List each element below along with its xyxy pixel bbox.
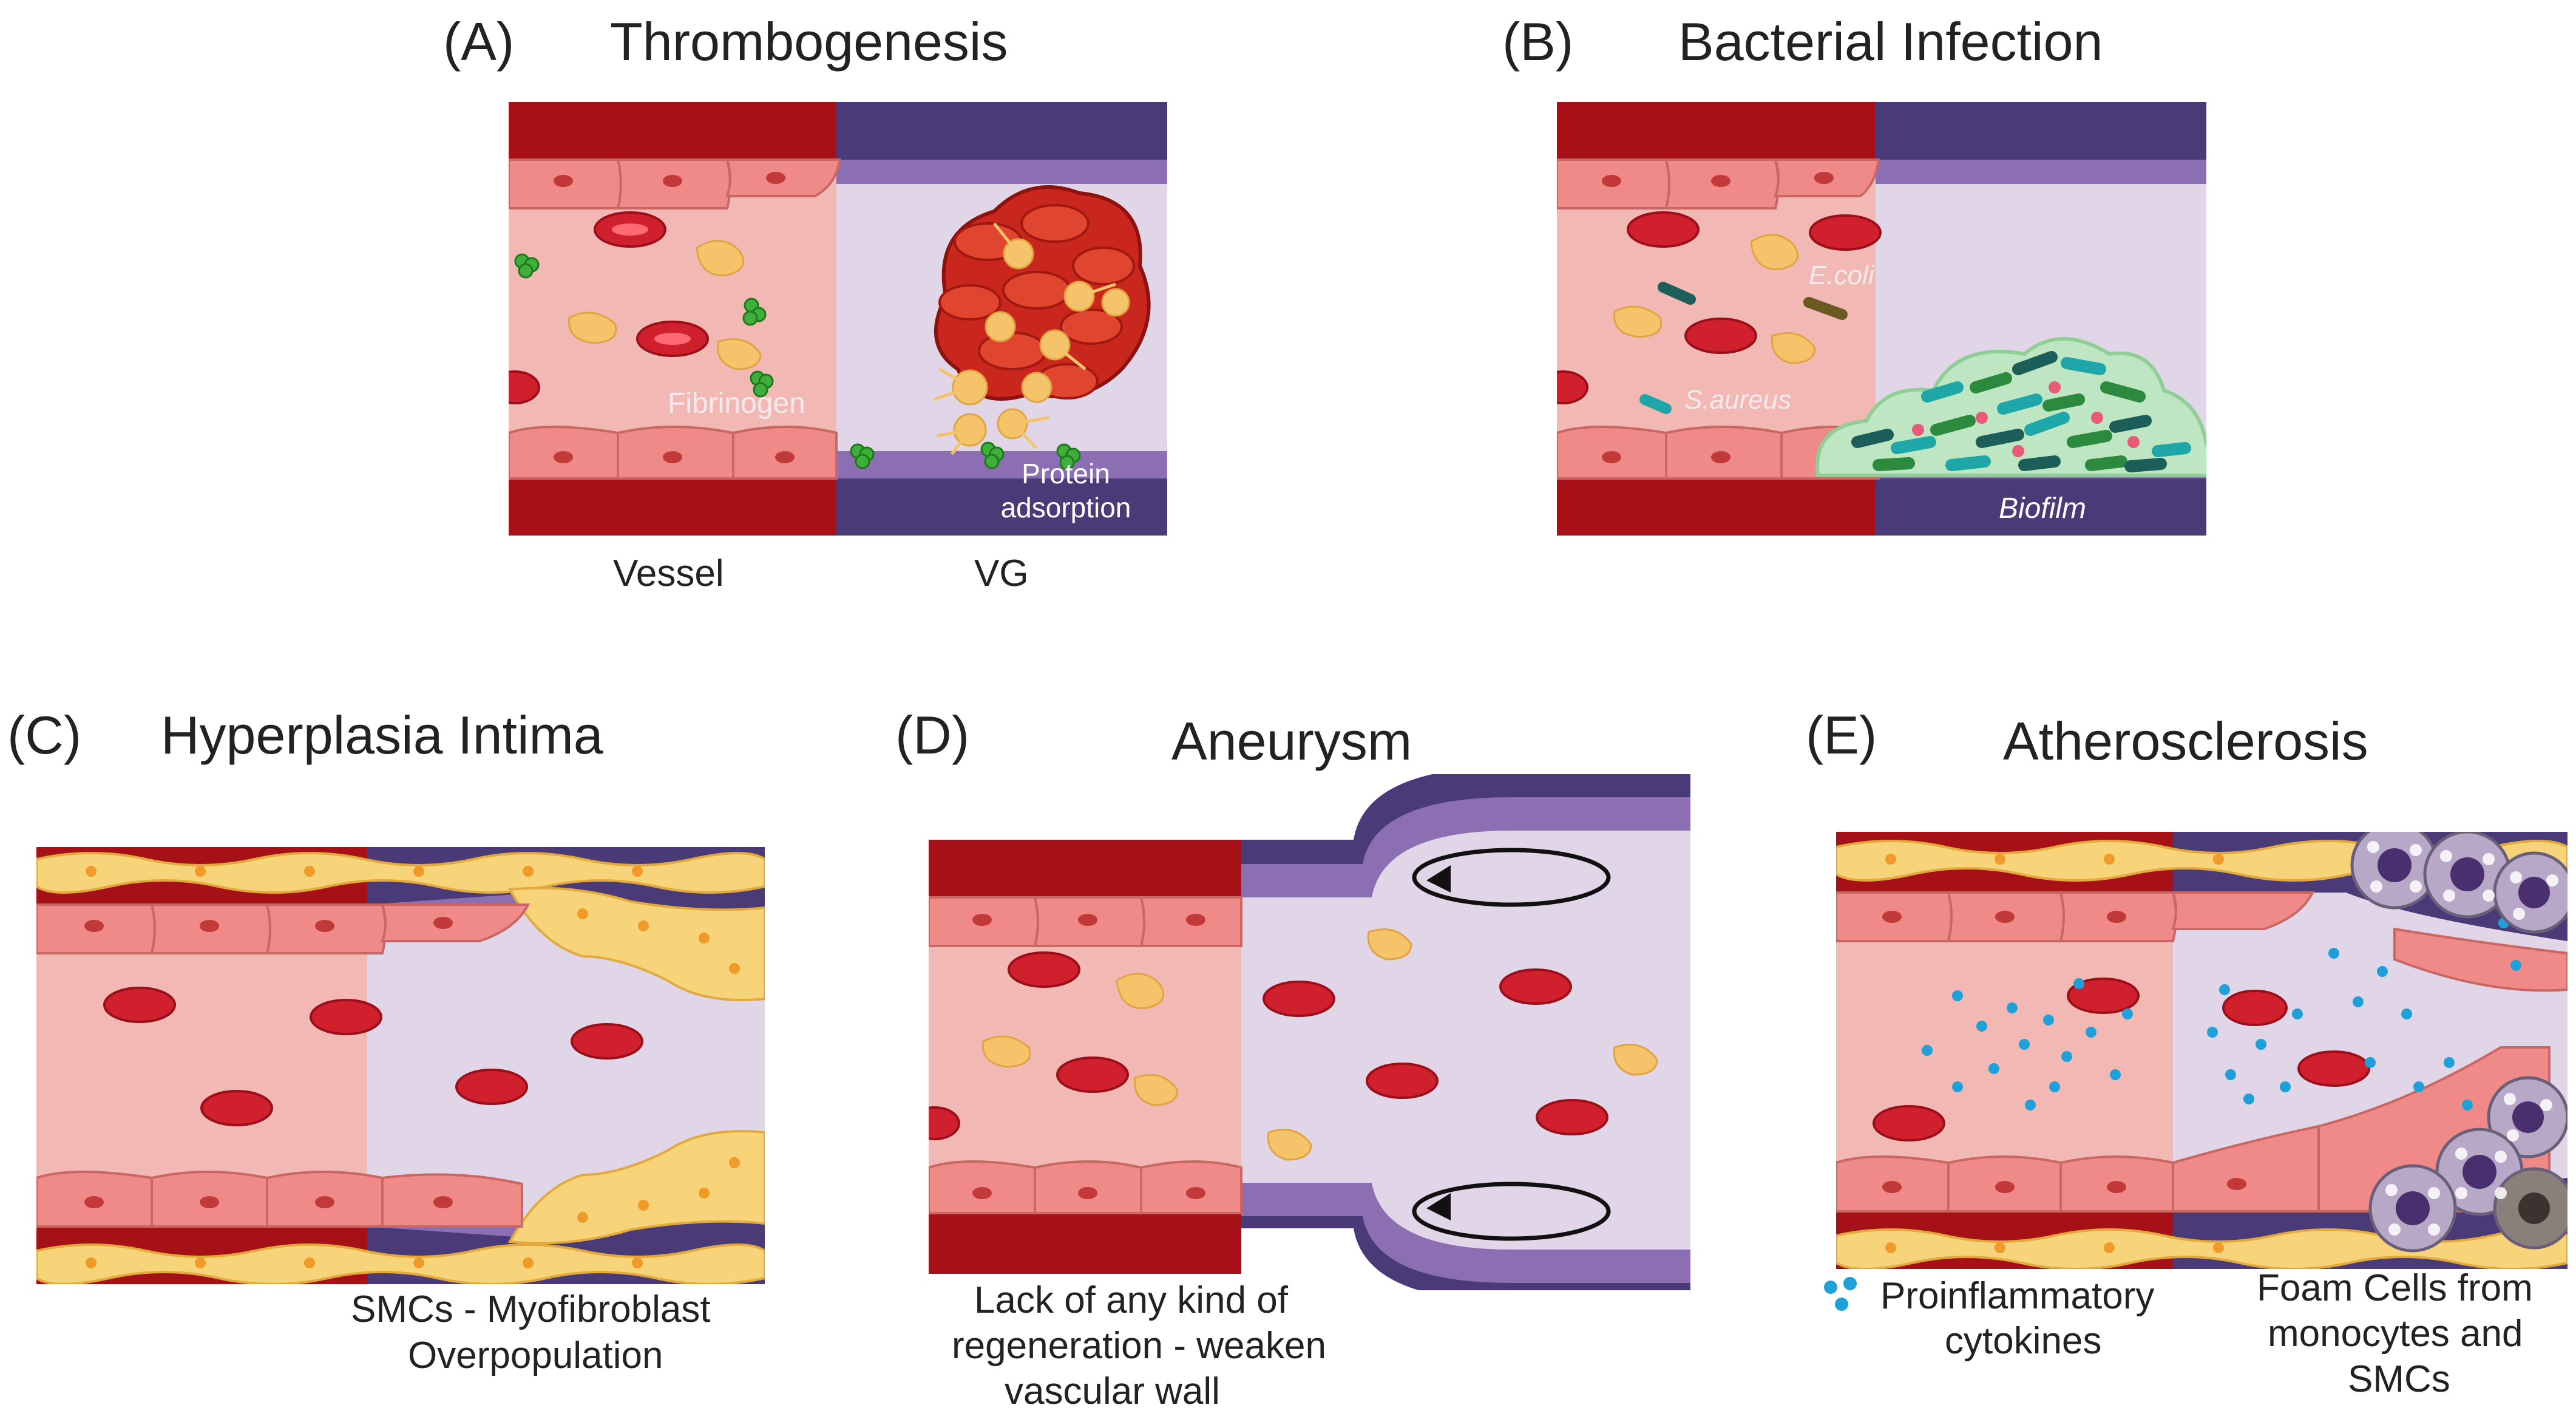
vessel-lumen bbox=[509, 160, 836, 475]
panel-b-title: Bacterial Infection bbox=[1678, 12, 2103, 72]
panel-d-letter: (D) bbox=[895, 705, 970, 765]
fibrinogen-label: Fibrinogen bbox=[668, 387, 805, 420]
panel-c-caption-line2: Overpopulation bbox=[408, 1335, 663, 1376]
protein-adsorption-label-line2: adsorption bbox=[1001, 492, 1131, 523]
cytokine-legend-icon bbox=[1824, 1277, 1857, 1311]
graft-inner-layer-top bbox=[836, 160, 1167, 184]
graft-wall-bottom bbox=[836, 478, 1167, 536]
panel-e-title: Atherosclerosis bbox=[2003, 711, 2368, 771]
panel-b-letter: (B) bbox=[1502, 12, 1574, 72]
platelets bbox=[568, 240, 762, 370]
vessel-wall-bottom bbox=[509, 478, 836, 536]
panel-c-title: Hyperplasia Intima bbox=[161, 705, 603, 765]
panel-c-caption-line1: SMCs - Myofibroblast bbox=[351, 1288, 711, 1330]
legend-foam-line1: Foam Cells from bbox=[2257, 1267, 2533, 1309]
panel-e-letter: (E) bbox=[1806, 705, 1877, 765]
bacteria bbox=[1639, 282, 1848, 414]
panel-c-letter: (C) bbox=[7, 705, 82, 765]
panel-e-illustration bbox=[1836, 832, 2568, 1269]
foam-cells bbox=[2350, 832, 2568, 1253]
proinflammatory-cytokines bbox=[1922, 863, 2540, 1111]
vessel-wall-top bbox=[509, 102, 836, 160]
panel-a-title: Thrombogenesis bbox=[610, 12, 1008, 72]
legend-foam-line2: monocytes and bbox=[2268, 1313, 2523, 1355]
panel-c-illustration bbox=[36, 847, 765, 1284]
legend-cytokines-line1: Proinflammatory bbox=[1880, 1275, 2155, 1317]
panel-a-illustration: Fibrinogen Protein adsorption bbox=[509, 102, 1167, 536]
panel-d-caption-line2: regeneration - weaken bbox=[952, 1325, 1326, 1367]
legend-foam-line3: SMCs bbox=[2348, 1358, 2450, 1400]
graft-wall-top bbox=[836, 102, 1167, 160]
biofilm bbox=[1815, 337, 2206, 477]
thrombus bbox=[933, 185, 1151, 455]
ecoli-label: E.coli bbox=[1809, 260, 1875, 290]
panel-d-caption-line1: Lack of any kind of bbox=[974, 1279, 1288, 1321]
panel-b-illustration: E.coli S.aureus Biofilm bbox=[1557, 102, 2206, 536]
turbulent-flow-arrows bbox=[1412, 848, 1611, 1241]
panel-d-illustration bbox=[929, 774, 1690, 1290]
vessel-caption: Vessel bbox=[613, 553, 724, 594]
vg-caption: VG bbox=[974, 553, 1029, 594]
protein-adsorption-label-line1: Protein bbox=[1022, 458, 1110, 489]
legend-cytokines-line2: cytokines bbox=[1945, 1320, 2102, 1362]
fibrinogen-molecules bbox=[514, 253, 1081, 471]
panel-d-caption-line3: vascular wall bbox=[1005, 1370, 1220, 1412]
biofilm-label: Biofilm bbox=[1999, 492, 2086, 525]
panel-a-letter: (A) bbox=[443, 12, 515, 72]
panel-d-title: Aneurysm bbox=[1171, 711, 1412, 771]
smc-layers bbox=[36, 852, 765, 1284]
saureus-label: S.aureus bbox=[1684, 385, 1791, 415]
